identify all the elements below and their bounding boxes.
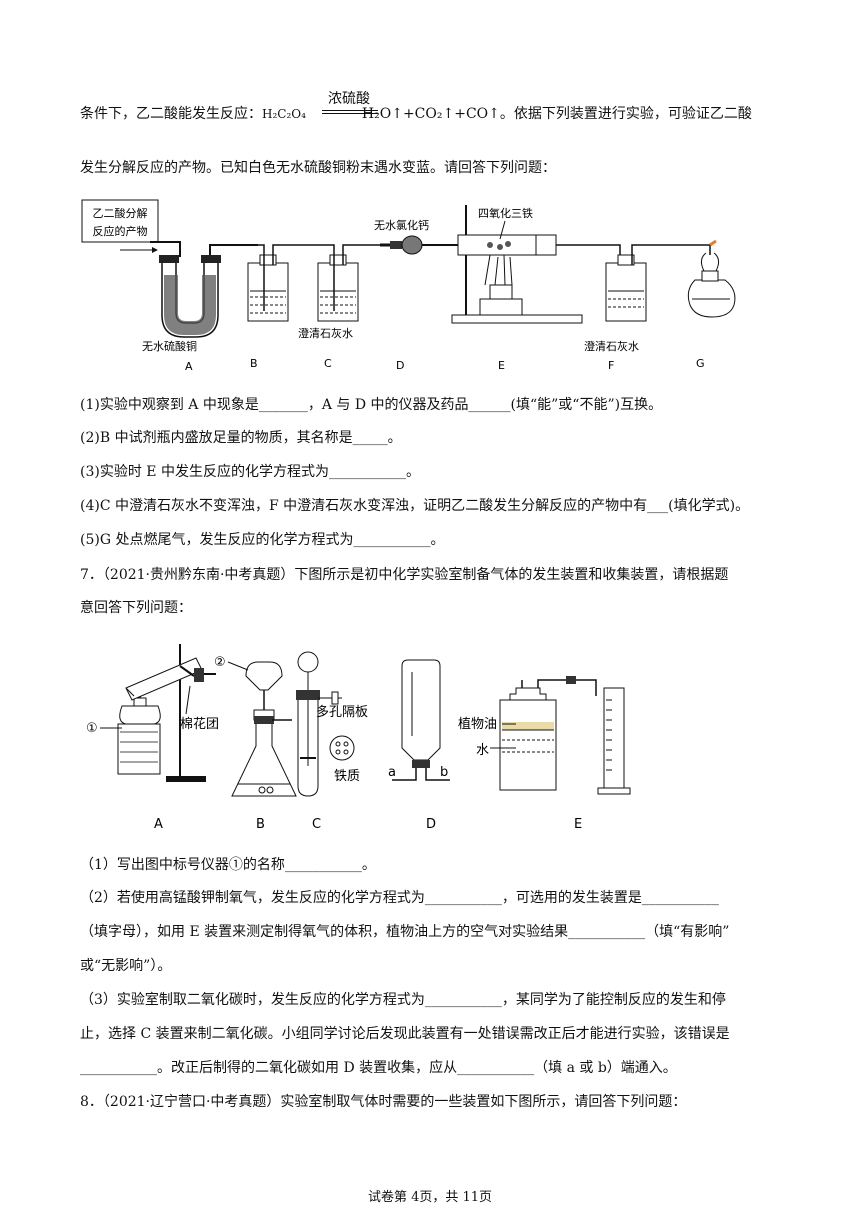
q7-line-5: （3）实验室制取二氧化碳时，发生反应的化学方程式为___________，某同学… (80, 992, 726, 1008)
u-tube-a (159, 255, 221, 338)
q7-letter-d: D (426, 817, 436, 832)
q6-intro-a: 条件下，乙二酸能发生反应： (80, 106, 262, 122)
q6-cacl2-label: 无水氯化钙 (374, 218, 429, 232)
apparatus-b (231, 661, 297, 797)
page-footer: 试卷第 4页，共 11页 (367, 1190, 493, 1205)
q6-limewater-f-label: 澄清石灰水 (584, 339, 639, 353)
q7-letter-e: E (574, 817, 582, 832)
q6-box-label-2: 反应的产物 (93, 224, 148, 238)
q7-oil-label: 植物油 (458, 717, 497, 732)
q7-port-a: a (388, 765, 396, 780)
q7-port-b: b (440, 765, 448, 780)
q6-letter-g: G (696, 357, 705, 370)
q6-cuso4-label: 无水硫酸铜 (142, 339, 197, 353)
q6-intro-b: 发生分解反应的产物。已知白色无水硫酸铜粉末遇水变蓝。请回答下列问题： (80, 160, 556, 176)
gas-bottle-c (317, 244, 380, 322)
q7-letter-a: A (154, 817, 163, 832)
q8-stem: 8．（2021·辽宁营口·中考真题）实验室制取气体时需要的一些装置如下图所示，请… (80, 1094, 687, 1110)
q6-letter-e: E (498, 359, 505, 372)
apparatus-a (117, 644, 216, 782)
q7-plate-label: 多孔隔板 (316, 704, 368, 720)
q6-products: H₂O↑+CO₂↑+CO↑。依据下列装置进行实验，可验证乙二酸 (361, 106, 752, 122)
gas-bottle-b (247, 244, 320, 322)
combustion-tube-e (451, 205, 600, 324)
drying-tube-d (380, 235, 452, 255)
q6-question-5: (5)G 处点燃尾气，发生反应的化学方程式为___________。 (80, 532, 445, 548)
q6-limewater-c-label: 澄清石灰水 (298, 326, 353, 340)
q7-mark-2: ② (214, 655, 226, 670)
equation-bar-bottom (322, 113, 378, 114)
apparatus-c (296, 651, 342, 797)
q6-box-label-1: 乙二酸分解 (93, 206, 148, 220)
q6-question-4: (4)C 中澄清石灰水不变浑浊，F 中澄清石灰水变浑浊，证明乙二酸发生分解反应的… (80, 498, 750, 514)
q6-formula-reactant: H₂C₂O₄ (262, 107, 306, 121)
q6-letter-d: D (396, 359, 404, 372)
apparatus-e (499, 676, 631, 795)
q7-water-label: 水 (476, 743, 489, 758)
q7-mark-1: ① (86, 721, 98, 736)
q6-question-3: (3)实验时 E 中发生反应的化学方程式为___________。 (80, 464, 420, 480)
q6-question-2: (2)B 中试剂瓶内盛放足量的物质，其名称是_____。 (80, 430, 402, 446)
q7-stem-2: 意回答下列问题： (80, 600, 192, 616)
q6-apparatus-figure: 乙二酸分解 反应的产物 无水氯化钙 (81, 199, 736, 373)
q7-apparatus-figure: ① 棉花团 ② 多孔隔板 铁质 a b (86, 644, 631, 832)
alcohol-lamp-g (687, 239, 736, 318)
q6-question-1: (1)实验中观察到 A 中现象是_______，A 与 D 中的仪器及药品___… (80, 397, 663, 413)
apparatus-d (392, 659, 450, 781)
equation-bar-top (322, 110, 378, 111)
q6-letter-c: C (324, 357, 332, 370)
q7-line-1: （1）写出图中标号仪器①的名称___________。 (80, 857, 376, 873)
q6-letter-a: A (185, 360, 193, 373)
q7-line-2: （2）若使用高锰酸钾制氧气，发生反应的化学方程式为___________，可选用… (80, 890, 719, 906)
q7-letter-b: B (256, 817, 265, 832)
q6-condition: 浓硫酸 (328, 91, 370, 107)
q7-line-4: 或“无影响”）。 (80, 958, 172, 974)
q6-fe3o4-label: 四氧化三铁 (478, 206, 533, 220)
q6-letter-b: B (250, 357, 258, 370)
q7-stem-1: 7．（2021·贵州黔东南·中考真题）下图所示是初中化学实验室制备气体的发生装置… (80, 567, 729, 583)
q7-line-6: 止，选择 C 装置来制二氧化碳。小组同学讨论后发现此装置有一处错误需改正后才能进… (80, 1026, 730, 1042)
q7-letter-c: C (312, 817, 321, 832)
q7-line-7: ___________。改正后制得的二氧化碳如用 D 装置收集，应从______… (80, 1060, 677, 1076)
q6-letter-f: F (608, 359, 614, 372)
q7-iron-label: 铁质 (334, 769, 360, 784)
q6-intro-line: 条件下，乙二酸能发生反应：H₂C₂O₄ H₂O↑+CO₂↑+CO↑。依据下列装置进… (80, 104, 800, 124)
q7-line-3: （填字母），如用 E 装置来测定制得氧气的体积，植物油上方的空气对实验结果___… (80, 924, 730, 940)
gas-bottle-f (600, 244, 711, 322)
q7-cotton-label: 棉花团 (180, 716, 219, 732)
